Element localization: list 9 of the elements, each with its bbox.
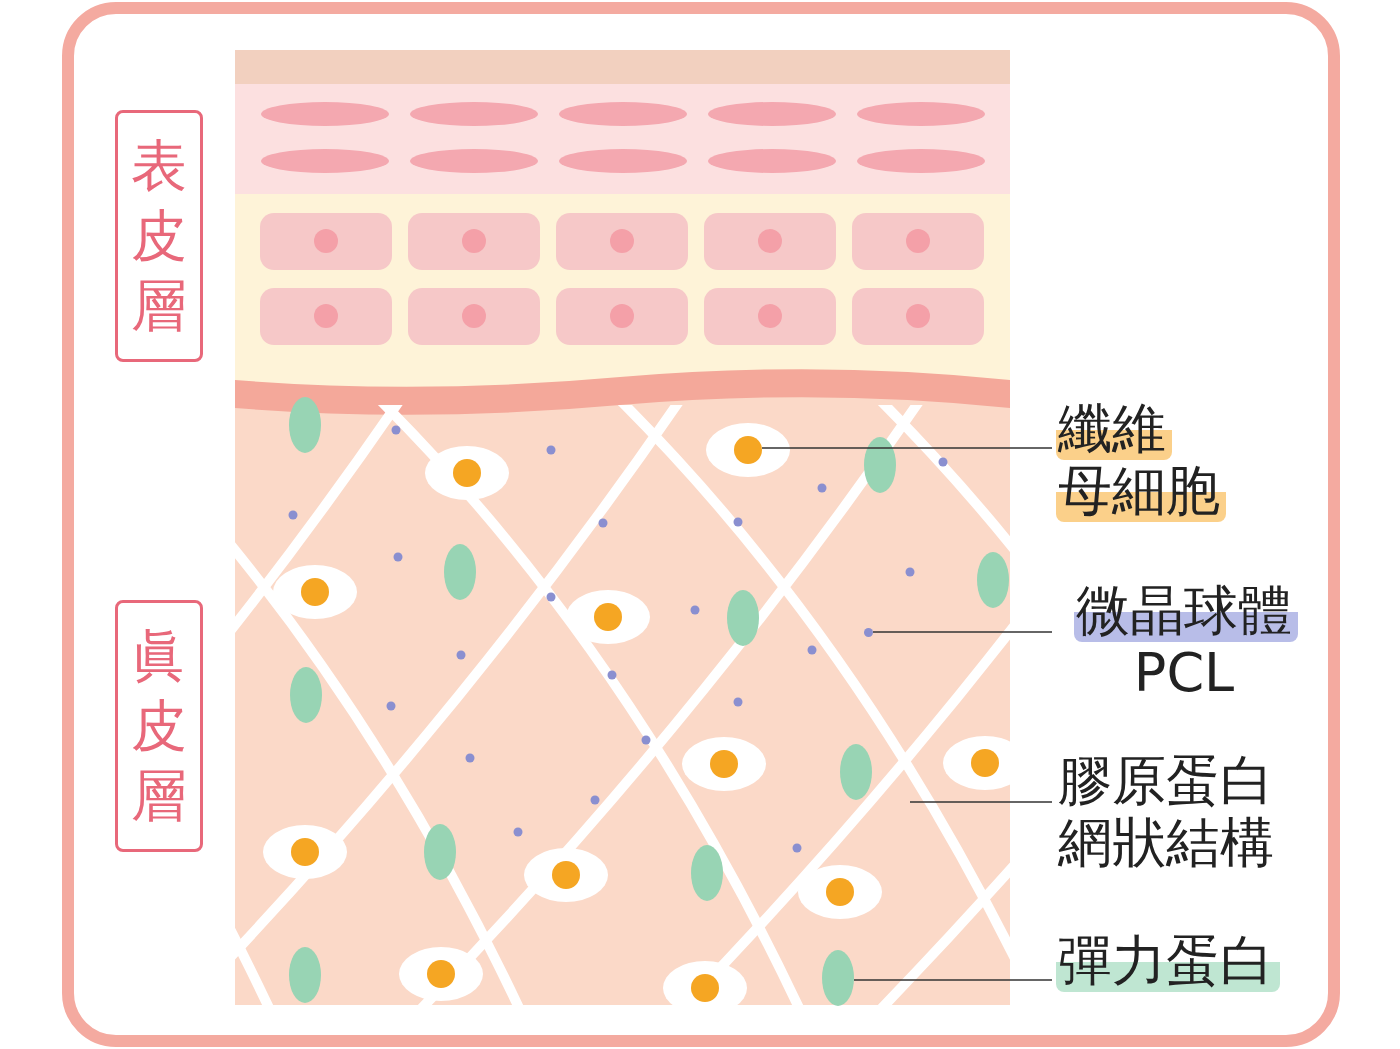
- layer-label-box: 表皮層: [115, 110, 203, 362]
- label-text: 膠原蛋白網狀結構: [1057, 750, 1275, 875]
- leader-line: [761, 447, 1053, 449]
- leader-line: [909, 801, 1053, 803]
- microsphere-dot: [864, 628, 873, 637]
- layer-label-box: 眞皮層: [115, 600, 203, 852]
- highlighted-label: PCL: [1132, 642, 1236, 705]
- leader-line: [872, 631, 1053, 633]
- leader-line: [853, 979, 1053, 981]
